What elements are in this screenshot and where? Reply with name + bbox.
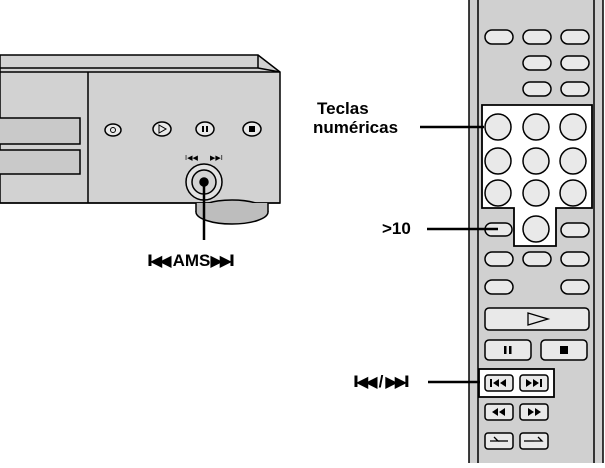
ams-text: AMS [172, 251, 211, 270]
remote-pause-button[interactable] [484, 339, 532, 361]
next-track-icon [526, 379, 542, 387]
numeric-key-2[interactable] [522, 113, 550, 141]
pause-icon [202, 126, 208, 132]
stop-icon [249, 126, 255, 132]
next-track-icon: ▶▶I [385, 372, 410, 391]
greater-ten-label: >10 [382, 219, 411, 238]
player-power-button[interactable] [104, 123, 122, 137]
remote-button[interactable] [522, 29, 552, 45]
prev-track-icon: I◀◀ [353, 372, 378, 391]
fast-forward-icon [528, 408, 541, 416]
numeric-key-6[interactable] [559, 147, 587, 175]
remote-play-button[interactable] [484, 307, 590, 331]
player-stop-button[interactable] [242, 121, 262, 137]
numeric-key-3[interactable] [559, 113, 587, 141]
disc-tray [0, 117, 81, 145]
rewind-icon [492, 408, 505, 416]
minus-icon [490, 436, 508, 442]
ams-knob[interactable]: I◀◀ ▶▶I [185, 154, 223, 201]
teclas-label-line2: numéricas [313, 118, 399, 137]
remote-button[interactable] [484, 251, 514, 267]
numeric-key-7[interactable] [484, 179, 512, 207]
remote-button[interactable] [560, 29, 590, 45]
knob-next-icon: ▶▶I [210, 154, 223, 162]
remote-button[interactable] [560, 55, 590, 71]
remote-button[interactable] [484, 279, 514, 295]
ams-label: I◀◀AMS▶▶I [147, 251, 235, 271]
remote-button[interactable] [522, 251, 552, 267]
numeric-key-4[interactable] [484, 147, 512, 175]
skip-slash: / [378, 372, 384, 391]
pause-icon [504, 346, 512, 354]
prev-track-icon [490, 379, 506, 387]
numeric-key-9[interactable] [559, 179, 587, 207]
numeric-key-5[interactable] [522, 147, 550, 175]
remote-button[interactable] [484, 29, 514, 45]
remote-button[interactable] [560, 81, 590, 97]
numeric-key-0[interactable] [522, 215, 550, 243]
cd-player [0, 54, 281, 225]
teclas-label-line1: Teclas [317, 99, 369, 118]
remote-button[interactable] [522, 55, 552, 71]
power-icon [110, 127, 116, 133]
remote-button[interactable] [560, 222, 590, 238]
play-icon [527, 312, 551, 326]
remote-button[interactable] [560, 251, 590, 267]
play-icon [158, 124, 168, 134]
prev-track-icon: I◀◀ [147, 251, 172, 270]
plus-icon [524, 436, 544, 442]
next-track-icon: ▶▶I [210, 251, 235, 270]
numeric-key-1[interactable] [484, 113, 512, 141]
remote-button[interactable] [560, 279, 590, 295]
remote-button[interactable] [522, 81, 552, 97]
numeric-keys-highlight [481, 104, 593, 247]
stop-icon [560, 346, 568, 354]
player-play-button[interactable] [152, 121, 172, 137]
knob-prev-icon: I◀◀ [185, 154, 198, 162]
player-pause-button[interactable] [195, 121, 215, 137]
numeric-key-8[interactable] [522, 179, 550, 207]
display-panel [0, 149, 81, 175]
skip-label: I◀◀/▶▶I [353, 372, 410, 392]
